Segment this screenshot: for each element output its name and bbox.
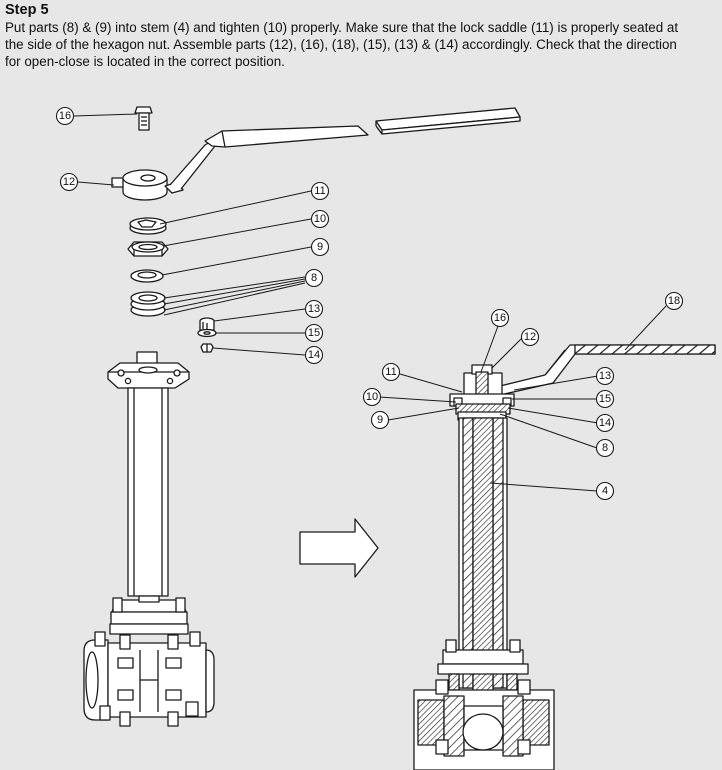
callout-label: 10 <box>314 213 326 225</box>
callout-label: 8 <box>602 442 608 454</box>
assembly-arrow-icon <box>299 518 379 578</box>
part-8-disc-springs <box>130 291 166 317</box>
instruction-line: the side of the hexagon nut. Assemble pa… <box>5 37 677 52</box>
instruction-line: Put parts (8) & (9) into stem (4) and ti… <box>5 20 679 35</box>
bonnet-assembly <box>107 351 190 635</box>
exploded-view <box>83 106 521 727</box>
callout-label: 8 <box>311 272 317 284</box>
callout-label: 13 <box>308 303 320 315</box>
step-instructions: Put parts (8) & (9) into stem (4) and ti… <box>5 19 717 70</box>
step-title: Step 5 <box>5 2 49 18</box>
callout-label: 11 <box>314 185 325 197</box>
part-16-screw <box>134 106 153 131</box>
part-9-washer <box>130 269 164 283</box>
part-18-lever-tail <box>375 107 521 135</box>
callout-label: 12 <box>63 176 75 188</box>
callout-label: 14 <box>599 417 611 429</box>
callout-label: 14 <box>308 349 320 361</box>
assembled-valve-body <box>413 679 555 770</box>
callout-label: 10 <box>366 391 378 403</box>
callout-label: 11 <box>385 366 396 378</box>
instruction-line: for open-close is located in the correct… <box>5 54 285 69</box>
part-10-hex-nut <box>127 241 169 257</box>
callout-label: 16 <box>494 312 506 324</box>
assembled-stem-4 <box>458 417 508 709</box>
part-11-lock-saddle <box>129 217 167 235</box>
callout-label: 12 <box>524 331 536 343</box>
valve-body <box>83 631 215 727</box>
part-14-nut <box>200 343 214 353</box>
part-15-washer <box>197 328 217 338</box>
callout-label: 15 <box>599 393 611 405</box>
callout-label: 18 <box>668 295 680 307</box>
callouts <box>73 113 667 492</box>
callout-circles <box>55 106 684 501</box>
callout-label: 4 <box>602 485 608 497</box>
assembled-handle <box>495 344 716 396</box>
callout-label: 9 <box>317 241 323 253</box>
callout-label: 9 <box>377 414 383 426</box>
part-13-stop-bolt <box>199 317 215 331</box>
callout-label: 16 <box>59 110 71 122</box>
assembled-section-view <box>413 344 716 770</box>
callout-label: 15 <box>308 327 320 339</box>
callout-label: 13 <box>599 370 611 382</box>
part-12-handle <box>111 125 369 201</box>
assembled-bottom-flange <box>437 639 529 691</box>
